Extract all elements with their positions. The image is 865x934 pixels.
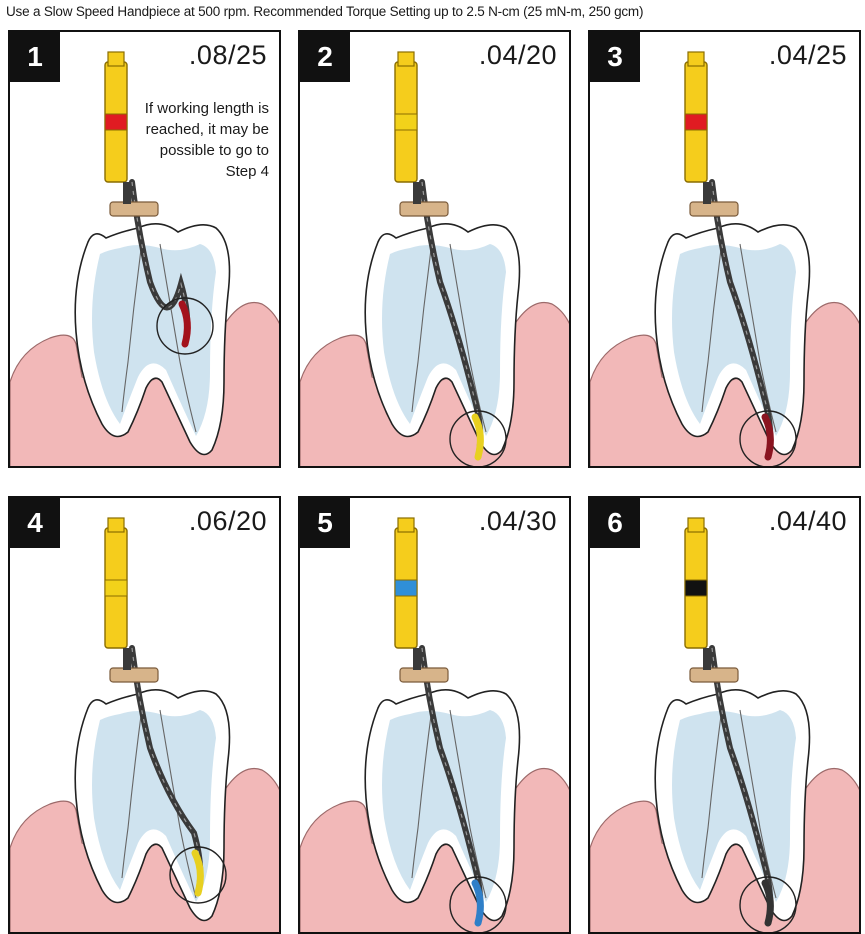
rubber-stopper (690, 202, 738, 216)
rubber-stopper (110, 668, 158, 682)
file-handle-cap (108, 52, 124, 66)
file-neck (413, 648, 421, 670)
color-band (685, 114, 707, 130)
file-neck (703, 182, 711, 204)
rubber-stopper (400, 668, 448, 682)
step-panel-6: 6 .04/40 (588, 496, 861, 934)
file-taper-size: .04/25 (769, 40, 847, 71)
root-canal-file-illustration (300, 32, 571, 468)
color-band (395, 580, 417, 596)
color-band (395, 114, 417, 130)
step-number-badge: 2 (300, 32, 350, 82)
file-handle-cap (398, 518, 414, 532)
step-number-badge: 4 (10, 498, 60, 548)
step-panel-2: 2 .04/20 (298, 30, 571, 468)
root-canal-file-illustration (590, 498, 861, 934)
rubber-stopper (690, 668, 738, 682)
instructions-header: Use a Slow Speed Handpiece at 500 rpm. R… (6, 4, 861, 26)
file-neck (703, 648, 711, 670)
file-taper-size: .06/20 (189, 506, 267, 537)
color-band (105, 114, 127, 130)
step-panel-4: 4 .06/20 (8, 496, 281, 934)
root-canal-file-illustration (590, 32, 861, 468)
file-handle-cap (398, 52, 414, 66)
file-taper-size: .04/40 (769, 506, 847, 537)
rubber-stopper (400, 202, 448, 216)
step-panel-1: 1 .08/25 If working length is reached, i… (8, 30, 281, 468)
rubber-stopper (110, 202, 158, 216)
file-handle-cap (688, 52, 704, 66)
file-taper-size: .08/25 (189, 40, 267, 71)
color-band (105, 580, 127, 596)
root-canal-file-illustration (300, 498, 571, 934)
file-taper-size: .04/20 (479, 40, 557, 71)
file-neck (123, 182, 131, 204)
file-handle-cap (108, 518, 124, 532)
working-length-note: If working length is reached, it may be … (129, 98, 269, 182)
step-number-badge: 6 (590, 498, 640, 548)
step-number-badge: 3 (590, 32, 640, 82)
file-taper-size: .04/30 (479, 506, 557, 537)
file-neck (123, 648, 131, 670)
step-panel-5: 5 .04/30 (298, 496, 571, 934)
step-number-badge: 1 (10, 32, 60, 82)
step-number-badge: 5 (300, 498, 350, 548)
step-panel-3: 3 .04/25 (588, 30, 861, 468)
file-handle-cap (688, 518, 704, 532)
color-band (685, 580, 707, 596)
file-neck (413, 182, 421, 204)
root-canal-file-illustration (10, 498, 281, 934)
